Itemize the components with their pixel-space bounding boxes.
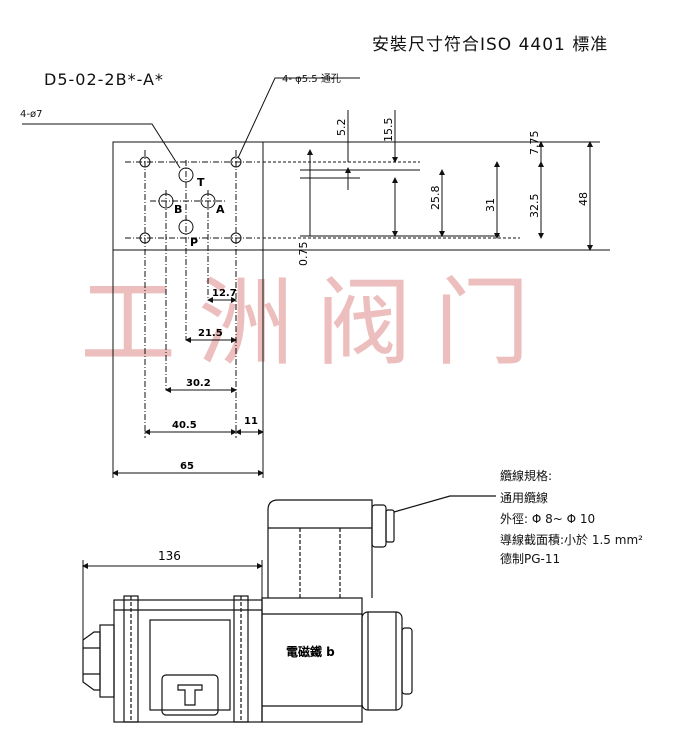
manual-override-cap (99, 624, 115, 698)
watermark-text: 工洲阀门 (80, 267, 552, 379)
port-b-hole (158, 193, 174, 209)
port-p-hole (178, 219, 194, 235)
port-t-hole (178, 167, 194, 183)
port-p-label: P (190, 236, 198, 249)
dim-31: 31 (484, 198, 497, 212)
port-a-label: A (216, 203, 225, 216)
valve-side-view (82, 495, 496, 723)
cable-spec-type: 通用纜線 (500, 491, 549, 505)
end-nut (82, 631, 101, 691)
port-a-hole (200, 193, 216, 209)
dim-48: 48 (577, 192, 590, 206)
cable-spec-section: 導線截面積:小於 1.5 mm² (500, 533, 643, 547)
dim-0-75: 0.75 (297, 242, 310, 267)
dim-32-5: 32.5 (528, 194, 541, 219)
hole-callout-through: 4- φ5.5 通孔 (282, 74, 341, 85)
dim-40-5: 40.5 (172, 420, 197, 431)
hole-callout-small: 4-ø7 (20, 109, 43, 120)
valve-body (113, 599, 263, 723)
port-t-label: T (197, 176, 205, 189)
dim-11: 11 (244, 416, 258, 427)
solenoid-label: 電磁鐵 b (286, 644, 335, 659)
dim-136: 136 (158, 549, 181, 563)
model-number: D5-02-2B*-A* (44, 70, 164, 89)
cable-spec-diameter: 外徑: Φ 8~ Φ 10 (500, 512, 596, 526)
cable-spec-gland: 德制PG-11 (500, 552, 561, 566)
dim-30-2: 30.2 (186, 378, 211, 389)
standard-title: 安裝尺寸符合ISO 4401 標准 (372, 35, 609, 55)
dim-25-8: 25.8 (429, 186, 442, 211)
dim-65: 65 (180, 461, 194, 472)
mounting-face-view (22, 77, 610, 478)
cable-spec-heading: 纜線規格: (500, 469, 553, 483)
dim-7-75: 7.75 (528, 131, 541, 156)
dim-21-5: 21.5 (198, 328, 223, 339)
dim-12-7: 12.7 (212, 288, 237, 299)
dim-5-2: 5.2 (335, 119, 348, 137)
port-b-label: B (174, 203, 182, 216)
solenoid-coil (261, 597, 363, 723)
din-connector (267, 499, 373, 598)
vertical-dimension-lines (307, 110, 593, 251)
dim-15-5: 15.5 (382, 118, 395, 143)
horizontal-dimension-lines (82, 297, 264, 640)
mounting-plate-outline (112, 141, 264, 251)
